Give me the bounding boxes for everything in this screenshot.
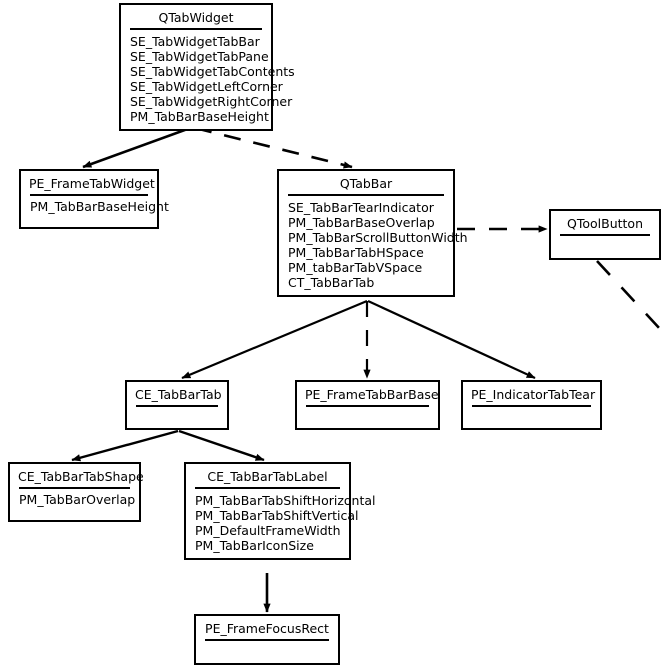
node-title: QTabWidget — [158, 10, 234, 25]
edge-qtoolbutton-to-offscreen — [596, 260, 661, 331]
node-title: PE_IndicatorTabTear — [471, 387, 596, 402]
node-member-list: SE_TabWidgetTabBar SE_TabWidgetTabPane S… — [121, 30, 295, 129]
node-member: SE_TabBarTearIndicator — [288, 200, 434, 215]
title-divider — [130, 28, 262, 30]
node-member: PM_TabBarBaseHeight — [130, 109, 269, 124]
node-qtabbar[interactable]: QTabBar SE_TabBarTearIndicator PM_TabBar… — [277, 169, 468, 297]
node-ce-tabbartablabel[interactable]: CE_TabBarTabLabel PM_TabBarTabShiftHoriz… — [184, 462, 376, 560]
node-ce-tabbartab[interactable]: CE_TabBarTab — [125, 380, 229, 430]
title-divider — [472, 405, 591, 407]
node-member: SE_TabWidgetLeftCorner — [130, 79, 283, 94]
node-member: PM_tabBarTabVSpace — [288, 260, 423, 275]
title-divider — [195, 487, 340, 489]
node-member: PM_TabBarTabHSpace — [288, 245, 424, 260]
node-pe-frametabbarbase[interactable]: PE_FrameTabBarBase — [295, 380, 440, 430]
node-member: PM_TabBarIconSize — [195, 538, 314, 553]
node-member-list: PM_TabBarBaseHeight — [21, 196, 169, 219]
node-ce-tabbartabshape[interactable]: CE_TabBarTabShape PM_TabBarOverlap — [8, 462, 144, 522]
node-member: SE_TabWidgetRightCorner — [130, 94, 293, 109]
node-member: PM_DefaultFrameWidth — [195, 523, 341, 538]
node-member-list — [297, 407, 438, 425]
node-member: SE_TabWidgetTabPane — [130, 49, 269, 64]
node-member: SE_TabWidgetTabContents — [130, 64, 295, 79]
node-title: CE_TabBarTab — [135, 387, 222, 402]
node-member: CT_TabBarTab — [288, 275, 375, 290]
edge-ce-tabbartab-to-ce-tabbartabshape — [71, 429, 179, 462]
edge-qtabbar-to-ce-tabbartab — [181, 299, 368, 380]
edge-ce-tabbartab-to-ce-tabbartablabel — [178, 429, 265, 462]
title-divider — [306, 405, 429, 407]
node-member: PM_TabBarTabShiftVertical — [195, 508, 359, 523]
node-member: PM_TabBarBaseHeight — [30, 199, 169, 214]
node-title: PE_FrameTabBarBase — [305, 387, 439, 402]
node-title: PE_FrameTabWidget — [29, 176, 155, 191]
node-pe-indicatortabtear[interactable]: PE_IndicatorTabTear — [461, 380, 602, 430]
node-member-list — [127, 407, 227, 425]
node-member: PM_TabBarScrollButtonWidth — [288, 230, 468, 245]
node-member-list — [551, 236, 659, 254]
node-member-list: PM_TabBarTabShiftHorizontal PM_TabBarTab… — [186, 489, 376, 558]
node-title: QTabBar — [339, 176, 393, 191]
node-title: CE_TabBarTabShape — [18, 469, 144, 484]
node-member-list: SE_TabBarTearIndicator PM_TabBarBaseOver… — [279, 196, 468, 295]
title-divider — [560, 234, 650, 236]
node-title: CE_TabBarTabLabel — [207, 469, 328, 484]
node-member: SE_TabWidgetTabBar — [130, 34, 260, 49]
node-member-list: PM_TabBarOverlap — [10, 489, 139, 512]
node-pe-frametabwidget[interactable]: PE_FrameTabWidget PM_TabBarBaseHeight — [19, 169, 169, 229]
node-member-list — [196, 641, 338, 659]
edge-qtabbar-to-pe-indicatortabtear — [367, 300, 536, 379]
node-title: QToolButton — [567, 216, 643, 231]
node-title: PE_FrameFocusRect — [205, 621, 329, 636]
node-member: PM_TabBarBaseOverlap — [288, 215, 435, 230]
title-divider — [30, 194, 148, 196]
title-divider — [205, 639, 329, 641]
title-divider — [19, 487, 130, 489]
node-member-list — [463, 407, 600, 425]
node-member: PM_TabBarTabShiftHorizontal — [195, 493, 376, 508]
edge-qtabwidget-to-qtabbar — [194, 126, 353, 169]
node-member: PM_TabBarOverlap — [19, 492, 136, 507]
title-divider — [288, 194, 444, 196]
title-divider — [136, 405, 218, 407]
node-qtoolbutton[interactable]: QToolButton — [549, 209, 661, 260]
node-qtabwidget[interactable]: QTabWidget SE_TabWidgetTabBar SE_TabWidg… — [119, 3, 295, 131]
edge-qtabwidget-to-pe-frametabwidget — [82, 125, 194, 169]
node-pe-framefocusrect[interactable]: PE_FrameFocusRect — [194, 614, 340, 665]
